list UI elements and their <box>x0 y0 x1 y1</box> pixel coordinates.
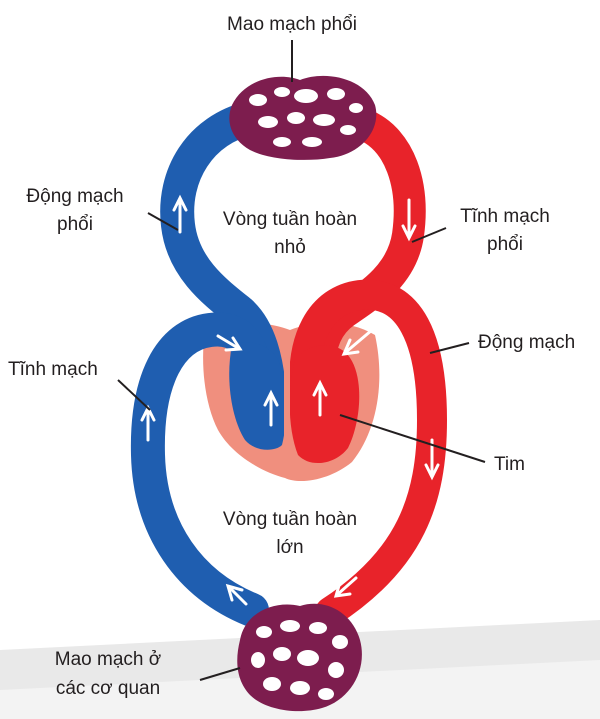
label-systemic-circuit-line2: lớn <box>276 537 303 558</box>
label-pulmonary-vein-line1: Tĩnh mạch <box>460 206 550 227</box>
label-pulmonary-circuit-line1: Vòng tuần hoàn <box>223 209 357 230</box>
label-organ-capillaries-line1: Mao mạch ở <box>55 649 161 670</box>
organ-capillaries-network <box>237 604 362 711</box>
label-heart: Tim <box>494 454 525 475</box>
label-systemic-circuit-line1: Vòng tuần hoàn <box>223 509 357 530</box>
label-pulmonary-artery-line1: Động mạch <box>26 186 123 207</box>
label-pulmonary-circuit-line2: nhỏ <box>274 237 306 258</box>
label-pulmonary-vein-line2: phổi <box>487 234 523 255</box>
heart-left-side <box>290 345 360 463</box>
label-organ-capillaries-line2: các cơ quan <box>56 678 160 699</box>
label-vein: Tĩnh mạch <box>8 359 98 380</box>
pulmonary-capillaries-network <box>229 76 376 160</box>
label-pulmonary-artery-line2: phổi <box>57 214 93 235</box>
label-pulmonary-capillaries: Mao mạch phổi <box>227 14 357 35</box>
label-artery: Động mạch <box>478 332 575 353</box>
